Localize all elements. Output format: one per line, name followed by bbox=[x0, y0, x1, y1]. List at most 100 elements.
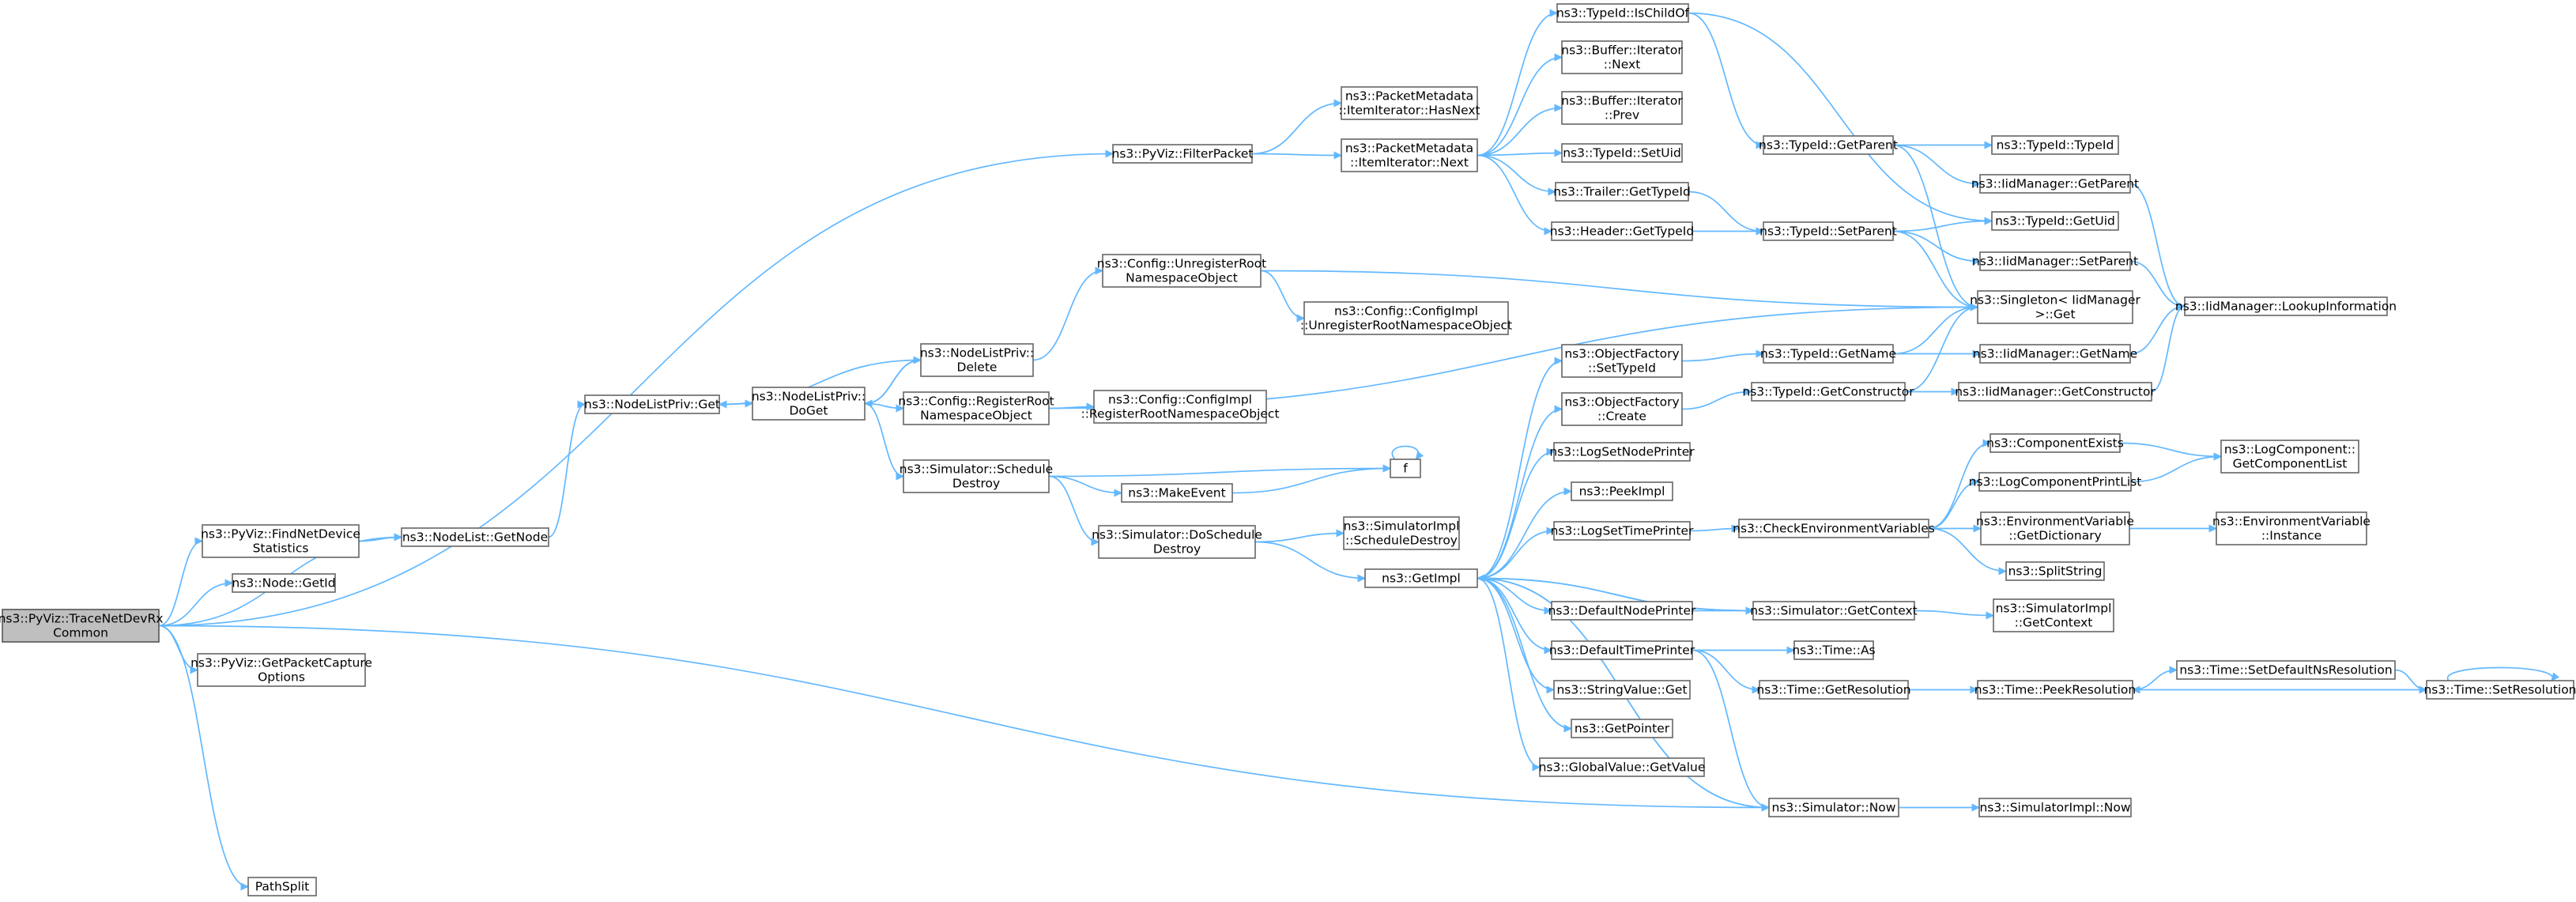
node-typeid_getname[interactable]: ns3::TypeId::GetName bbox=[1760, 344, 1896, 364]
node-box bbox=[2184, 296, 2388, 316]
node-simimpl_now[interactable]: ns3::SimulatorImpl::Now bbox=[1978, 798, 2132, 817]
node-logcompprintlist[interactable]: ns3::LogComponentPrintList bbox=[1969, 472, 2142, 492]
node-sim_schedule_destroy[interactable]: ns3::Simulator::ScheduleDestroy bbox=[900, 459, 1053, 493]
node-box bbox=[1561, 392, 1683, 426]
edge-getimpl-to-globalvalue_getvalue bbox=[1477, 577, 1541, 768]
edge-nlp_doget-to-sim_schedule_destroy bbox=[864, 402, 904, 477]
edge-iid_getconstructor-to-iid_lookup bbox=[2151, 305, 2186, 393]
node-iid_getconstructor[interactable]: ns3::IidManager::GetConstructor bbox=[1955, 382, 2155, 402]
node-layer: ns3::PyViz::TraceNetDevRxCommonns3::PyVi… bbox=[0, 3, 2576, 896]
arrowhead-sim_doschedule_destroy-to-simimpl_schedule_destroy bbox=[1336, 529, 1345, 538]
node-singleton_get[interactable]: ns3::Singleton< IidManager>::Get bbox=[1970, 290, 2141, 324]
node-componentexists[interactable]: ns3::ComponentExists bbox=[1986, 433, 2124, 453]
node-typeid_getconstructor[interactable]: ns3::TypeId::GetConstructor bbox=[1742, 382, 1914, 402]
node-cfgimpl_register[interactable]: ns3::Config::ConfigImpl::RegisterRootNam… bbox=[1081, 390, 1280, 424]
node-iid_setparent[interactable]: ns3::IidManager::SetParent bbox=[1972, 251, 2138, 271]
node-time_as[interactable]: ns3::Time::As bbox=[1792, 640, 1876, 660]
node-f[interactable]: f bbox=[1390, 459, 1421, 478]
arrowhead-pm_next-to-buf_next bbox=[1554, 53, 1563, 62]
node-defaulttimeprinter[interactable]: ns3::DefaultTimePrinter bbox=[1549, 640, 1695, 660]
arrowhead-makeevent-to-f bbox=[1382, 464, 1392, 473]
node-label: ns3::PyViz::FindNetDevice bbox=[201, 527, 360, 542]
arrowhead-sim_doschedule_destroy-to-getimpl bbox=[1357, 574, 1367, 583]
node-nlp_delete[interactable]: ns3::NodeListPriv::Delete bbox=[920, 343, 1034, 377]
node-iid_lookup[interactable]: ns3::IidManager::LookupInformation bbox=[2175, 296, 2397, 316]
node-label: ns3::ComponentExists bbox=[1986, 436, 2124, 451]
node-nlp_get[interactable]: ns3::NodeListPriv::Get bbox=[584, 394, 720, 414]
node-defaultnodeprinter[interactable]: ns3::DefaultNodePrinter bbox=[1548, 601, 1696, 621]
edge-root-to-sim_now bbox=[158, 625, 1770, 809]
node-of_create[interactable]: ns3::ObjectFactory::Create bbox=[1561, 392, 1683, 426]
node-trailer_gettypeid[interactable]: ns3::Trailer::GetTypeId bbox=[1553, 182, 1691, 202]
node-typeid_getparent[interactable]: ns3::TypeId::GetParent bbox=[1759, 135, 1898, 155]
node-globalvalue_getvalue[interactable]: ns3::GlobalValue::GetValue bbox=[1539, 757, 1706, 777]
edge-componentexists-to-logcomp_getlist bbox=[2119, 442, 2222, 458]
node-box bbox=[401, 527, 549, 547]
node-time_peekresolution[interactable]: ns3::Time::PeekResolution bbox=[1974, 680, 2136, 700]
node-nodegetid[interactable]: ns3::Node::GetId bbox=[232, 573, 336, 593]
node-typeid_getuid[interactable]: ns3::TypeId::GetUid bbox=[1991, 211, 2119, 231]
node-logsettimeprinter[interactable]: ns3::LogSetTimePrinter bbox=[1551, 521, 1694, 541]
node-time_setresolution[interactable]: ns3::Time::SetResolution bbox=[2423, 680, 2576, 700]
node-typeid_ischildof[interactable]: ns3::TypeId::IsChildOf bbox=[1556, 3, 1690, 23]
node-logsetnodeprinter[interactable]: ns3::LogSetNodePrinter bbox=[1549, 442, 1695, 462]
node-envvar_getdict[interactable]: ns3::EnvironmentVariable::GetDictionary bbox=[1976, 511, 2134, 545]
node-iid_getparent[interactable]: ns3::IidManager::GetParent bbox=[1971, 174, 2139, 194]
node-box bbox=[903, 391, 1050, 425]
node-label: ::Create bbox=[1597, 409, 1646, 424]
node-label: ::UnregisterRootNamespaceObject bbox=[1300, 319, 1512, 333]
node-cfgimpl_unregister[interactable]: ns3::Config::ConfigImpl::UnregisterRootN… bbox=[1300, 301, 1512, 335]
node-pm_next[interactable]: ns3::PacketMetadata::ItemIterator::Next bbox=[1341, 138, 1478, 172]
node-cfg_register[interactable]: ns3::Config::RegisterRootNamespaceObject bbox=[898, 391, 1054, 425]
node-nodelist_getnode[interactable]: ns3::NodeList::GetNode bbox=[401, 527, 549, 547]
arrowhead-typeid_getname-to-iid_getname bbox=[1972, 349, 1982, 358]
node-filterpacket[interactable]: ns3::PyViz::FilterPacket bbox=[1112, 144, 1254, 164]
node-buf_next[interactable]: ns3::Buffer::Iterator::Next bbox=[1561, 40, 1683, 74]
edge-filterpacket-to-pm_next bbox=[1251, 153, 1342, 157]
node-pm_hasnext[interactable]: ns3::PacketMetadata::ItemIterator::HasNe… bbox=[1338, 86, 1480, 120]
node-iid_getname[interactable]: ns3::IidManager::GetName bbox=[1973, 344, 2137, 364]
node-checkenv[interactable]: ns3::CheckEnvironmentVariables bbox=[1733, 519, 1935, 538]
node-label: ns3::EnvironmentVariable bbox=[1976, 515, 2134, 529]
node-nlp_doget[interactable]: ns3::NodeListPriv::DoGet bbox=[752, 387, 866, 421]
node-buf_prev[interactable]: ns3::Buffer::Iterator::Prev bbox=[1561, 91, 1683, 125]
node-time_getresolution[interactable]: ns3::Time::GetResolution bbox=[1756, 680, 1911, 700]
node-typeid_setuid[interactable]: ns3::TypeId::SetUid bbox=[1561, 143, 1683, 163]
node-box bbox=[1341, 138, 1478, 172]
node-getimpl[interactable]: ns3::GetImpl bbox=[1364, 568, 1478, 588]
node-header_gettypeid[interactable]: ns3::Header::GetTypeId bbox=[1550, 221, 1694, 241]
node-label: ns3::TypeId::GetParent bbox=[1759, 138, 1898, 153]
node-typeid_setparent[interactable]: ns3::TypeId::SetParent bbox=[1759, 221, 1897, 241]
node-label: Common bbox=[53, 626, 108, 640]
node-label: ns3::Time::GetResolution bbox=[1756, 683, 1910, 697]
node-label: ns3::DefaultTimePrinter bbox=[1549, 643, 1695, 658]
node-label: ns3::DefaultNodePrinter bbox=[1548, 604, 1696, 618]
node-envvar_instance[interactable]: ns3::EnvironmentVariable::Instance bbox=[2212, 511, 2370, 545]
node-cfg_unregister[interactable]: ns3::Config::UnregisterRootNamespaceObje… bbox=[1097, 254, 1266, 288]
node-time_setdefaultns[interactable]: ns3::Time::SetDefaultNsResolution bbox=[2176, 660, 2396, 680]
node-of_settypeid[interactable]: ns3::ObjectFactory::SetTypeId bbox=[1561, 344, 1683, 378]
node-simimpl_getcontext[interactable]: ns3::SimulatorImpl::GetContext bbox=[1993, 598, 2114, 632]
node-box bbox=[1555, 182, 1689, 202]
node-logcomp_getlist[interactable]: ns3::LogComponent::GetComponentList bbox=[2220, 440, 2359, 474]
node-pathsplit[interactable]: PathSplit bbox=[247, 877, 317, 896]
node-splitstring[interactable]: ns3::SplitString bbox=[2005, 561, 2105, 581]
node-label: ns3::SimulatorImpl bbox=[1996, 602, 2112, 616]
node-makeevent[interactable]: ns3::MakeEvent bbox=[1121, 483, 1233, 503]
edge-typeid_getparent-to-iid_getparent bbox=[1892, 144, 1981, 185]
node-stringvalue_get[interactable]: ns3::StringValue::Get bbox=[1553, 680, 1691, 700]
node-getpointer[interactable]: ns3::GetPointer bbox=[1571, 719, 1673, 738]
node-peekimpl[interactable]: ns3::PeekImpl bbox=[1571, 481, 1673, 501]
node-sim_getcontext[interactable]: ns3::Simulator::GetContext bbox=[1750, 601, 1918, 621]
node-label: ns3::TypeId::GetUid bbox=[1995, 214, 2115, 228]
node-sim_now[interactable]: ns3::Simulator::Now bbox=[1768, 798, 1899, 817]
node-simimpl_schedule_destroy[interactable]: ns3::SimulatorImpl::ScheduleDestroy bbox=[1343, 516, 1460, 550]
edge-pm_next-to-buf_prev bbox=[1477, 107, 1563, 157]
node-typeid_typeid[interactable]: ns3::TypeId::TypeId bbox=[1991, 135, 2119, 155]
